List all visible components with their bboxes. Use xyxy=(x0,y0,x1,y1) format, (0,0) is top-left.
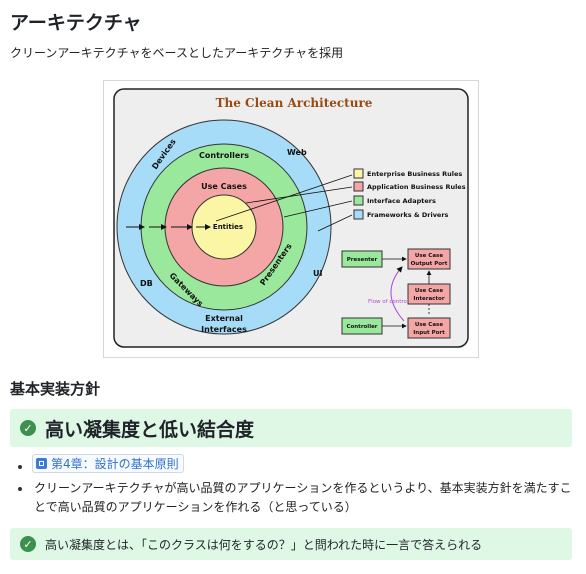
list-item-text: クリーンアーキテクチャが高い品質のアプリケーションを作るというより、基本実装方針… xyxy=(34,481,572,514)
label-entities: Entities xyxy=(213,223,243,231)
flow-presenter: Presenter xyxy=(347,257,378,263)
label-web: Web xyxy=(287,148,307,157)
label-external: External xyxy=(205,314,243,323)
label-controllers: Controllers xyxy=(199,151,249,160)
label-db: DB xyxy=(140,279,153,288)
section-heading: 基本実装方針 xyxy=(10,380,101,398)
chapter-link[interactable]: 第4章：設計の基本原則 xyxy=(32,454,184,473)
flow-output-port-box xyxy=(407,248,451,270)
legend-swatch-enterprise xyxy=(353,168,364,179)
check-circle-icon: ✓ xyxy=(20,536,36,552)
legend-enterprise: Enterprise Business Rules xyxy=(367,170,462,178)
flow-input-port-box xyxy=(407,317,451,339)
clean-architecture-figure: The Clean Architecture Controllers Use C… xyxy=(103,80,479,358)
flow-of-control-arrow xyxy=(390,266,405,322)
flow-interactor-1: Use Case xyxy=(415,288,443,294)
callout-cohesion: ✓ 高い凝集度と低い結合度 xyxy=(10,409,572,447)
list-item-link: 第4章：設計の基本原則 xyxy=(32,454,184,475)
label-interfaces: Interfaces xyxy=(201,325,247,334)
flow-controller: Controller xyxy=(346,324,377,330)
legend-swatch-adapters xyxy=(353,195,364,206)
callout-definition-text: 高い凝集度とは、「このクラスは何をするの？」と問われた時に一言で答えられる xyxy=(45,537,483,552)
label-usecases: Use Cases xyxy=(201,182,247,191)
callout-cohesion-definition: ✓ 高い凝集度とは、「このクラスは何をするの？」と問われた時に一言で答えられる xyxy=(10,528,572,560)
book-icon xyxy=(36,458,47,469)
bullet-dot xyxy=(18,465,22,469)
check-circle-icon: ✓ xyxy=(20,420,36,436)
page-subtitle: クリーンアーキテクチャをベースとしたアーキテクチャを採用 xyxy=(10,46,344,60)
legend-adapters: Interface Adapters xyxy=(367,197,436,205)
legend-frameworks: Frameworks & Drivers xyxy=(367,211,449,219)
clean-architecture-diagram: The Clean Architecture Controllers Use C… xyxy=(113,88,469,348)
page-title: アーキテクチャ xyxy=(10,12,142,34)
flow-input-port-1: Use Case xyxy=(415,322,443,328)
flow-interactor-2: Interactor xyxy=(413,296,444,302)
callout-title: 高い凝集度と低い結合度 xyxy=(45,418,255,441)
legend-swatch-frameworks xyxy=(353,209,364,220)
flow-output-port-2: Output Port xyxy=(411,261,448,267)
flow-output-port-1: Use Case xyxy=(415,253,443,259)
chapter-link-label: 第4章：設計の基本原則 xyxy=(51,456,179,471)
legend-application: Application Business Rules xyxy=(367,183,466,191)
bullet-dot xyxy=(18,487,22,491)
legend-swatch-application xyxy=(353,181,364,192)
flow-input-port-2: Input Port xyxy=(413,330,445,336)
flow-of-control-label: Flow of control xyxy=(368,299,409,305)
label-ui: UI xyxy=(313,269,322,278)
diagram-title: The Clean Architecture xyxy=(216,96,373,110)
